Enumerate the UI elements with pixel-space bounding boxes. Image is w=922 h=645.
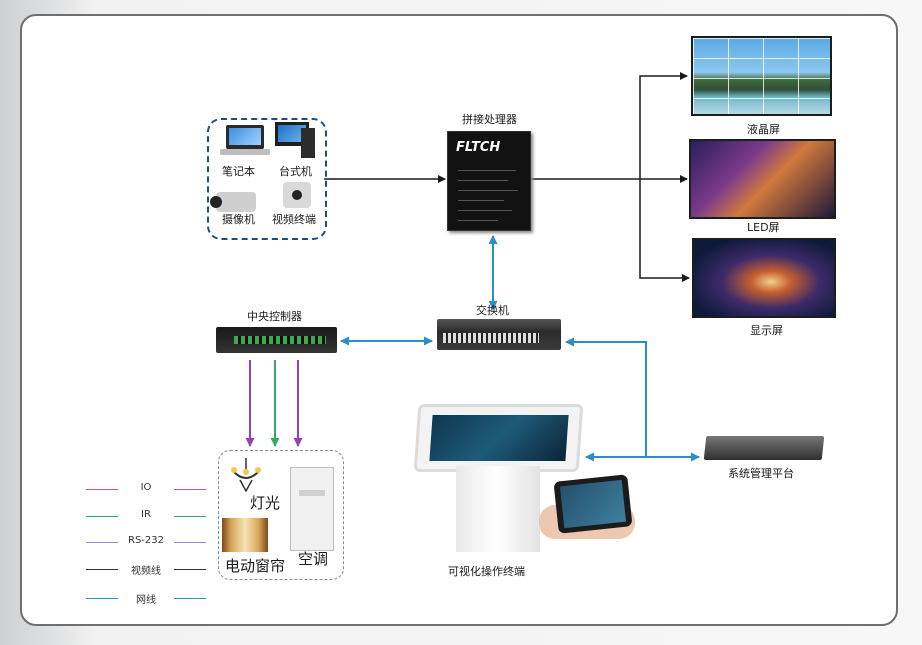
kiosk-stand [456, 466, 540, 552]
legend-label: IO [140, 482, 152, 493]
camera-icon [210, 192, 256, 212]
legend-line-right [174, 489, 206, 490]
tablet-icon [553, 474, 633, 534]
legend-label: RS-232 [128, 535, 164, 546]
network-switch [437, 319, 561, 350]
legend-item: 网线 [86, 591, 206, 606]
label-desktop: 台式机 [279, 165, 312, 178]
controlled-group-box [218, 450, 344, 580]
legend-label: 网线 [136, 595, 156, 606]
processor-brand: FLTCH [456, 140, 501, 155]
label-lighting: 灯光 [250, 494, 281, 512]
lcd-video-wall [691, 36, 832, 116]
laptop-base-icon [220, 149, 270, 155]
legend-line-right [174, 542, 206, 543]
splicing-processor: FLTCH [447, 131, 531, 231]
legend-line-right [174, 598, 206, 599]
led-screen [689, 139, 836, 219]
processor-title: 拼接处理器 [462, 113, 517, 126]
kiosk-screen [413, 404, 584, 472]
chandelier-icon [230, 458, 262, 493]
label-ac: 空调 [298, 550, 329, 568]
legend-line-left [86, 598, 118, 599]
label-led: LED屏 [747, 221, 780, 234]
video-line-to-monitor [639, 179, 690, 282]
label-management: 系统管理平台 [728, 467, 794, 480]
legend-item: RS-232 [86, 535, 206, 549]
video-line-to-lcd [639, 72, 688, 179]
management-server [703, 436, 825, 460]
label-lcd: 液晶屏 [747, 123, 780, 136]
central-controller [216, 327, 337, 353]
legend-line-right [174, 569, 206, 570]
label-terminal: 可视化操作终端 [448, 565, 525, 578]
label-video-terminal: 视频终端 [272, 213, 316, 226]
label-monitor: 显示屏 [750, 324, 783, 337]
legend-line-left [86, 569, 118, 570]
legend-item: 视频线 [86, 562, 206, 577]
label-camera: 摄像机 [222, 213, 255, 226]
source-group-box [207, 118, 327, 240]
legend-item: IR [86, 509, 206, 523]
switch-title: 交换机 [476, 304, 509, 317]
air-conditioner-icon [290, 467, 334, 551]
laptop-icon [226, 125, 264, 149]
pc-tower-icon [301, 128, 315, 158]
controller-title: 中央控制器 [247, 310, 302, 323]
legend-line-right [174, 516, 206, 517]
legend-line-left [86, 542, 118, 543]
display-monitor [692, 238, 836, 318]
curtain-icon [222, 518, 268, 552]
legend-line-left [86, 516, 118, 517]
label-curtain: 电动窗帘 [225, 557, 286, 575]
legend-label: 视频线 [131, 566, 161, 577]
legend-label: IR [141, 509, 151, 520]
video-terminal-icon [283, 182, 311, 208]
label-laptop: 笔记本 [222, 165, 255, 178]
network-line-switch-right [565, 337, 647, 458]
legend-line-left [86, 489, 118, 490]
legend-item: IO [86, 482, 206, 496]
